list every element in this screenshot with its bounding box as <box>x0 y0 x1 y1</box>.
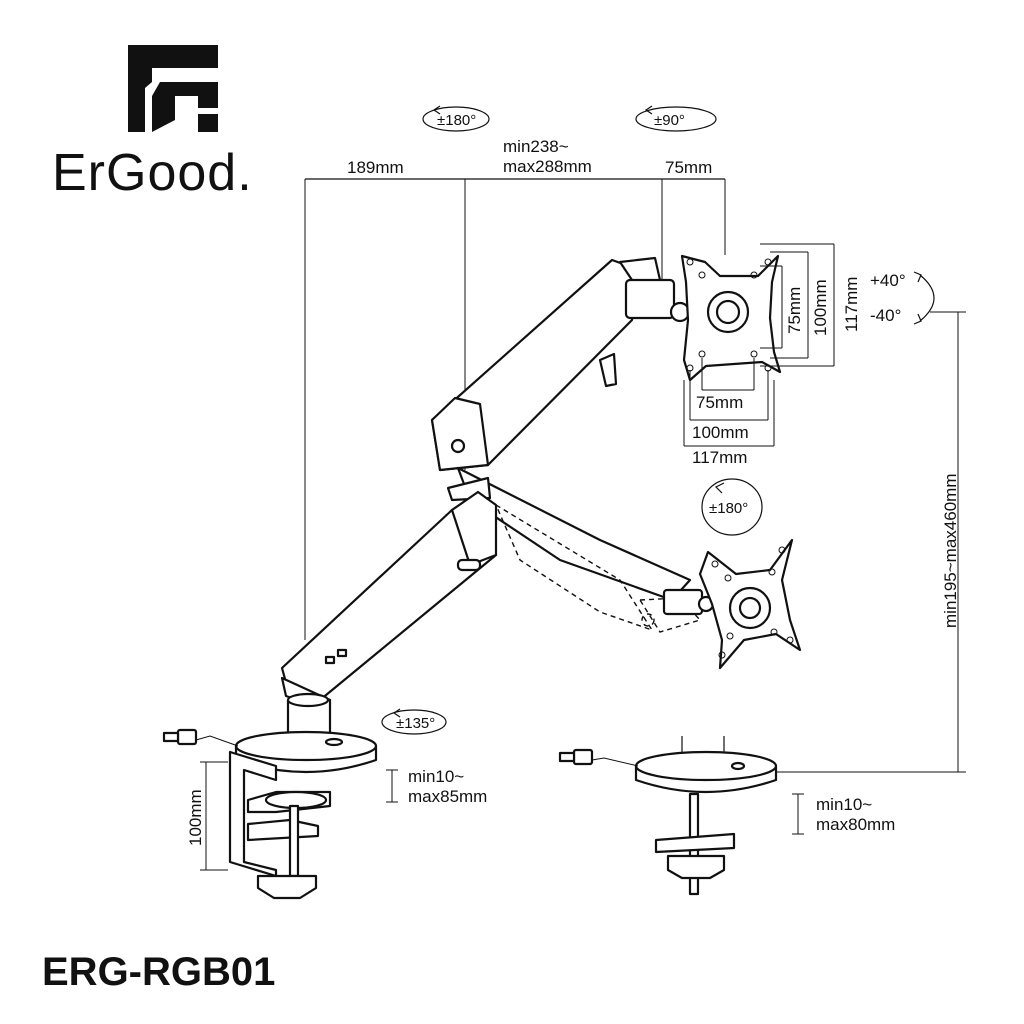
angle-arm-rotation: ±180° <box>437 112 476 129</box>
rotation-badge-head <box>635 105 717 132</box>
vesa-vertical-75: 75mm <box>785 287 804 334</box>
angle-base-rotation: ±135° <box>396 715 435 732</box>
vesa-horizontal-75: 75mm <box>696 393 743 412</box>
lower-arm <box>280 490 498 710</box>
grommet-thickness-min: min10~ <box>816 795 872 814</box>
vesa-plate-upper <box>680 254 782 382</box>
upper-arm-raised <box>430 256 692 602</box>
upper-arm-lowered-dashed <box>494 503 715 633</box>
model-number: ERG-RGB01 <box>42 950 275 994</box>
rotation-badge-vesa <box>701 478 763 536</box>
vesa-vertical-117: 117mm <box>842 277 861 332</box>
grommet-thickness-max: max80mm <box>816 815 895 834</box>
clamp-height: 100mm <box>186 789 205 846</box>
rotation-badge-base <box>381 708 447 735</box>
brand-name: ErGood. <box>52 144 253 202</box>
vesa-plate-lower <box>698 538 802 670</box>
vesa-vertical-100: 100mm <box>811 279 830 336</box>
clamp-thickness-dimension <box>386 769 398 803</box>
clamp-thickness-max: max85mm <box>408 787 487 806</box>
angle-head-swivel: ±90° <box>654 112 685 129</box>
clamp-base-left <box>162 692 378 774</box>
dim-reach-max: max288mm <box>503 157 592 176</box>
angle-tilt-up: +40° <box>870 271 906 290</box>
tilt-arc-icon <box>913 271 935 325</box>
grommet-thickness-dimension <box>792 793 804 835</box>
top-dimension-lines <box>304 178 726 640</box>
clamp-height-dimension <box>200 761 228 871</box>
vesa-horizontal-100: 100mm <box>692 423 749 442</box>
angle-tilt-down: -40° <box>870 306 901 325</box>
clamp-body-left <box>228 750 332 900</box>
height-dimension-line <box>772 311 966 773</box>
height-range: min195~max460mm <box>941 474 960 629</box>
angle-vesa-rotation: ±180° <box>709 500 748 517</box>
ergood-logo-icon <box>128 45 218 132</box>
vesa-horizontal-117: 117mm <box>692 448 747 467</box>
vesa-vertical-dimensions <box>760 243 835 367</box>
rotation-badge-arm <box>422 105 490 132</box>
clamp-thickness-min: min10~ <box>408 767 464 786</box>
grommet-base-right <box>558 736 778 896</box>
dim-reach-min: min238~ <box>503 137 569 156</box>
dim-189: 189mm <box>347 158 404 177</box>
vesa-horizontal-dimensions <box>683 358 775 447</box>
dim-75-top: 75mm <box>665 158 712 177</box>
